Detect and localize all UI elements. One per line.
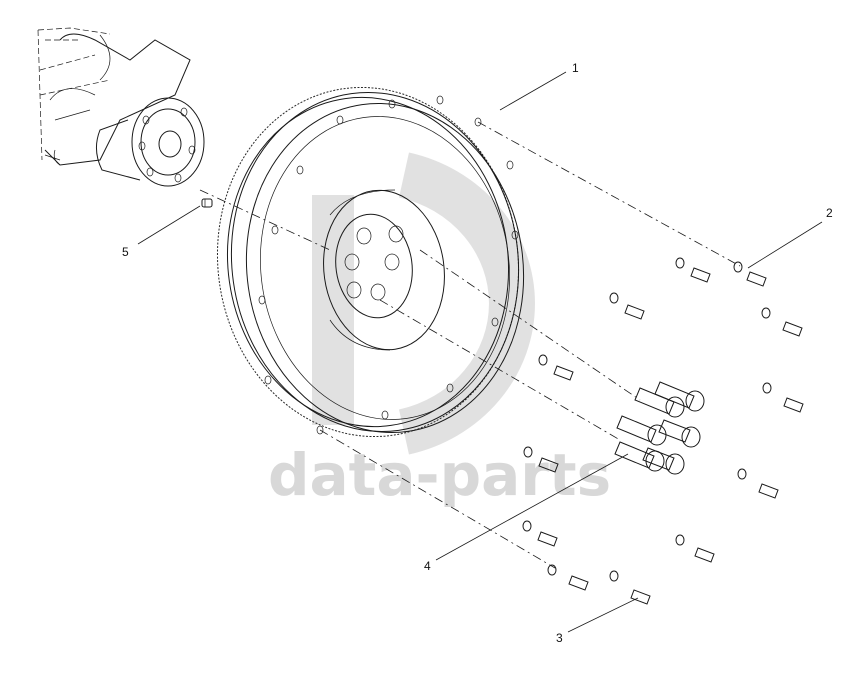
leader-lines <box>137 71 823 633</box>
callout-labels: 1 2 3 4 5 <box>122 61 833 645</box>
socket-bolt-group <box>614 381 705 475</box>
flywheel <box>216 86 525 438</box>
watermark-logo-arc <box>398 152 535 455</box>
watermark-text: data-parts <box>268 441 611 509</box>
crankshaft-end <box>37 27 205 187</box>
center-lines <box>199 121 741 569</box>
bolt-group <box>522 257 804 605</box>
bolts-and-washers <box>522 257 804 605</box>
callout-5: 5 <box>122 245 129 259</box>
watermark-logo-bar <box>312 195 354 425</box>
callout-2: 2 <box>826 206 833 220</box>
callout-3: 3 <box>556 631 563 645</box>
watermark: data-parts <box>268 152 611 509</box>
callout-4: 4 <box>424 559 431 573</box>
callout-1: 1 <box>572 61 579 75</box>
dowel-pin-item-5 <box>201 198 213 208</box>
